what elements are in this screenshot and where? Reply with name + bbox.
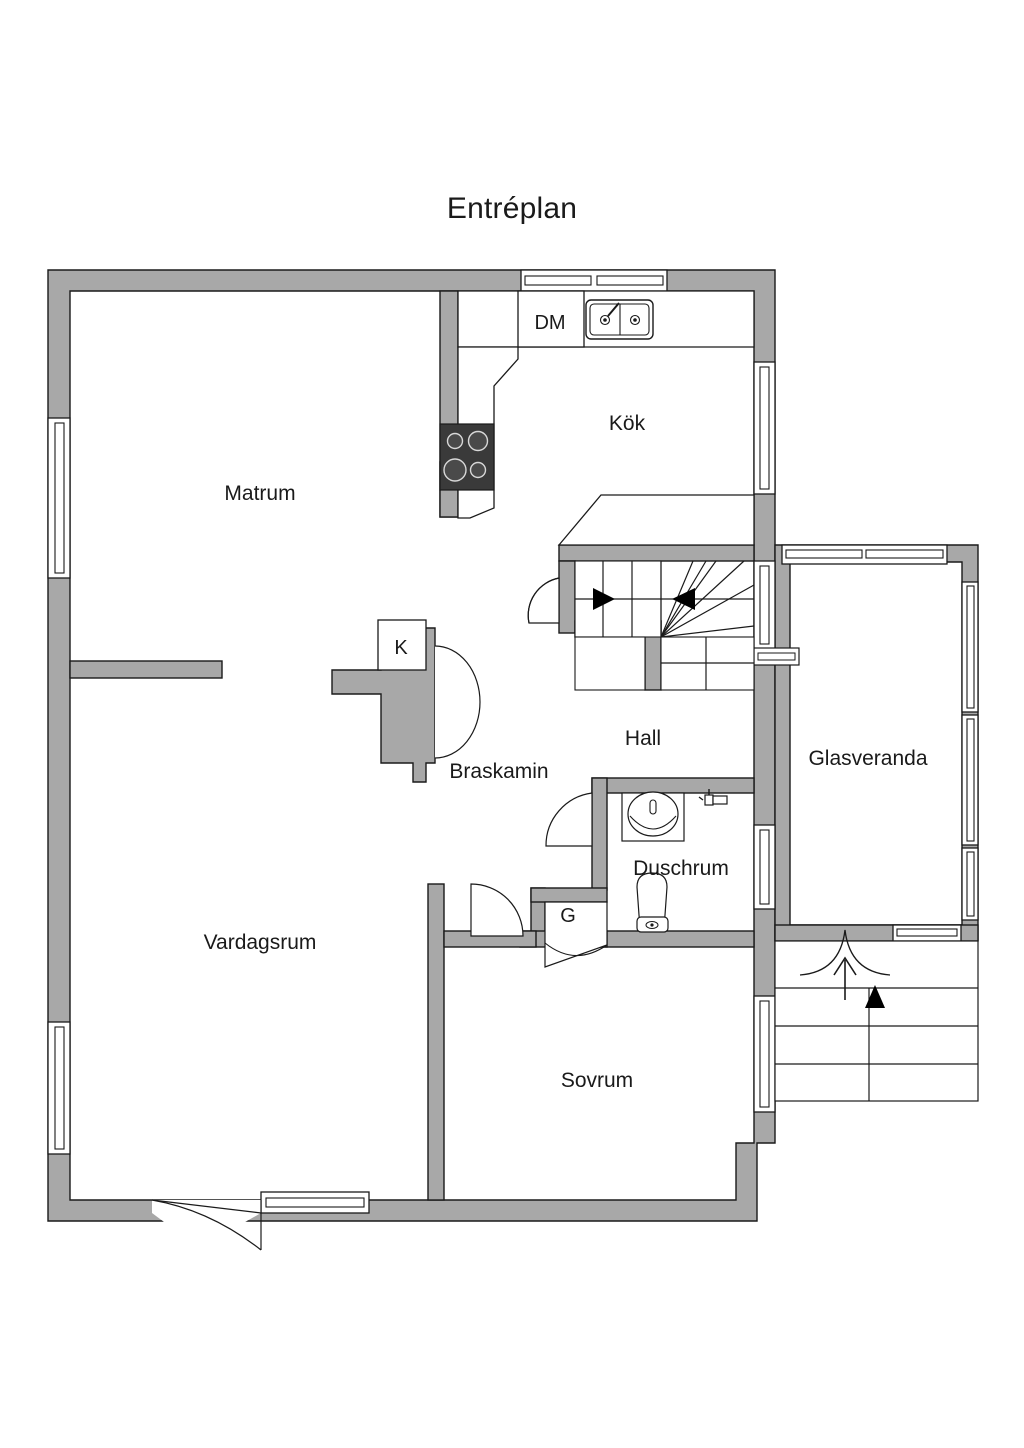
wall-matrum-vardagsrum [69, 660, 223, 679]
room-label-hall: Hall [625, 727, 661, 750]
room-label-braskamin: Braskamin [449, 760, 548, 783]
room-label-duschrum: Duschrum [633, 857, 729, 880]
room-label-vardagsrum: Vardagsrum [204, 931, 317, 954]
window-top-kitchen [520, 269, 668, 292]
entry-arrow-head-thin [833, 956, 857, 976]
room-label-matrum: Matrum [224, 482, 295, 505]
entry-arrow-head [865, 985, 885, 1008]
closet-boxes [377, 619, 427, 671]
fixture-label-dishwasher: DM [534, 312, 565, 334]
window-right-duschrum [753, 824, 776, 910]
kitchen-fixtures [439, 290, 755, 519]
labels-group: Matrum Kök Hall Glasveranda Duschrum Var… [204, 312, 928, 1092]
window-right-sovrum [753, 995, 776, 1113]
kitchen-sink [585, 299, 654, 340]
doors-group [151, 577, 608, 1251]
door-vardagsrum-hall[interactable] [470, 883, 524, 937]
staircase [557, 494, 755, 691]
window-left-vardagsrum [47, 1021, 71, 1155]
window-left-matrum [47, 417, 71, 579]
wall-duschrum-left [591, 777, 608, 891]
toilet [636, 872, 669, 933]
door-entry-vardagsrum[interactable] [151, 1199, 262, 1251]
glasveranda-outer-wall [774, 544, 979, 941]
page-title: Entréplan [446, 192, 578, 225]
shower-mixer-icon [698, 789, 728, 806]
wall-duschrum-bottom [591, 930, 755, 948]
wall-duschrum-top [591, 777, 755, 794]
washbasin [621, 791, 685, 842]
window-bottom-vardagsrum [260, 1191, 370, 1214]
stair-upper-plate [557, 494, 755, 546]
stair-arrow-left [593, 588, 615, 610]
door-stair[interactable] [527, 577, 560, 624]
wall-vardagsrum-sovrum [427, 883, 445, 1201]
window-veranda-hall-link [753, 647, 800, 666]
closet-k-box [377, 619, 427, 671]
wall-g-closet-top [530, 887, 608, 903]
fixture-label-closet-k: K [394, 637, 408, 659]
fixture-label-closet-g: G [560, 905, 576, 927]
door-g-closet[interactable] [544, 901, 608, 968]
window-veranda-right [961, 581, 979, 921]
bathroom-fixtures [621, 789, 728, 933]
window-veranda-top [781, 544, 948, 565]
wall-stair-top [558, 544, 755, 562]
stair-arrow-right [672, 588, 695, 610]
braskamin-hearth [434, 645, 481, 759]
door-duschrum[interactable] [545, 792, 593, 847]
room-label-kok: Kök [609, 412, 646, 435]
window-right-kok [753, 361, 776, 495]
dishwasher-panel [517, 290, 585, 348]
wall-stair-left [558, 560, 576, 634]
entry-steps [774, 929, 979, 1102]
stove-hob [439, 423, 495, 491]
entry-arrow-flare [799, 929, 891, 976]
room-label-glasveranda: Glasveranda [808, 747, 927, 770]
window-right-hall [753, 560, 776, 650]
room-label-sovrum: Sovrum [561, 1069, 633, 1092]
window-veranda-bottom [892, 924, 962, 942]
